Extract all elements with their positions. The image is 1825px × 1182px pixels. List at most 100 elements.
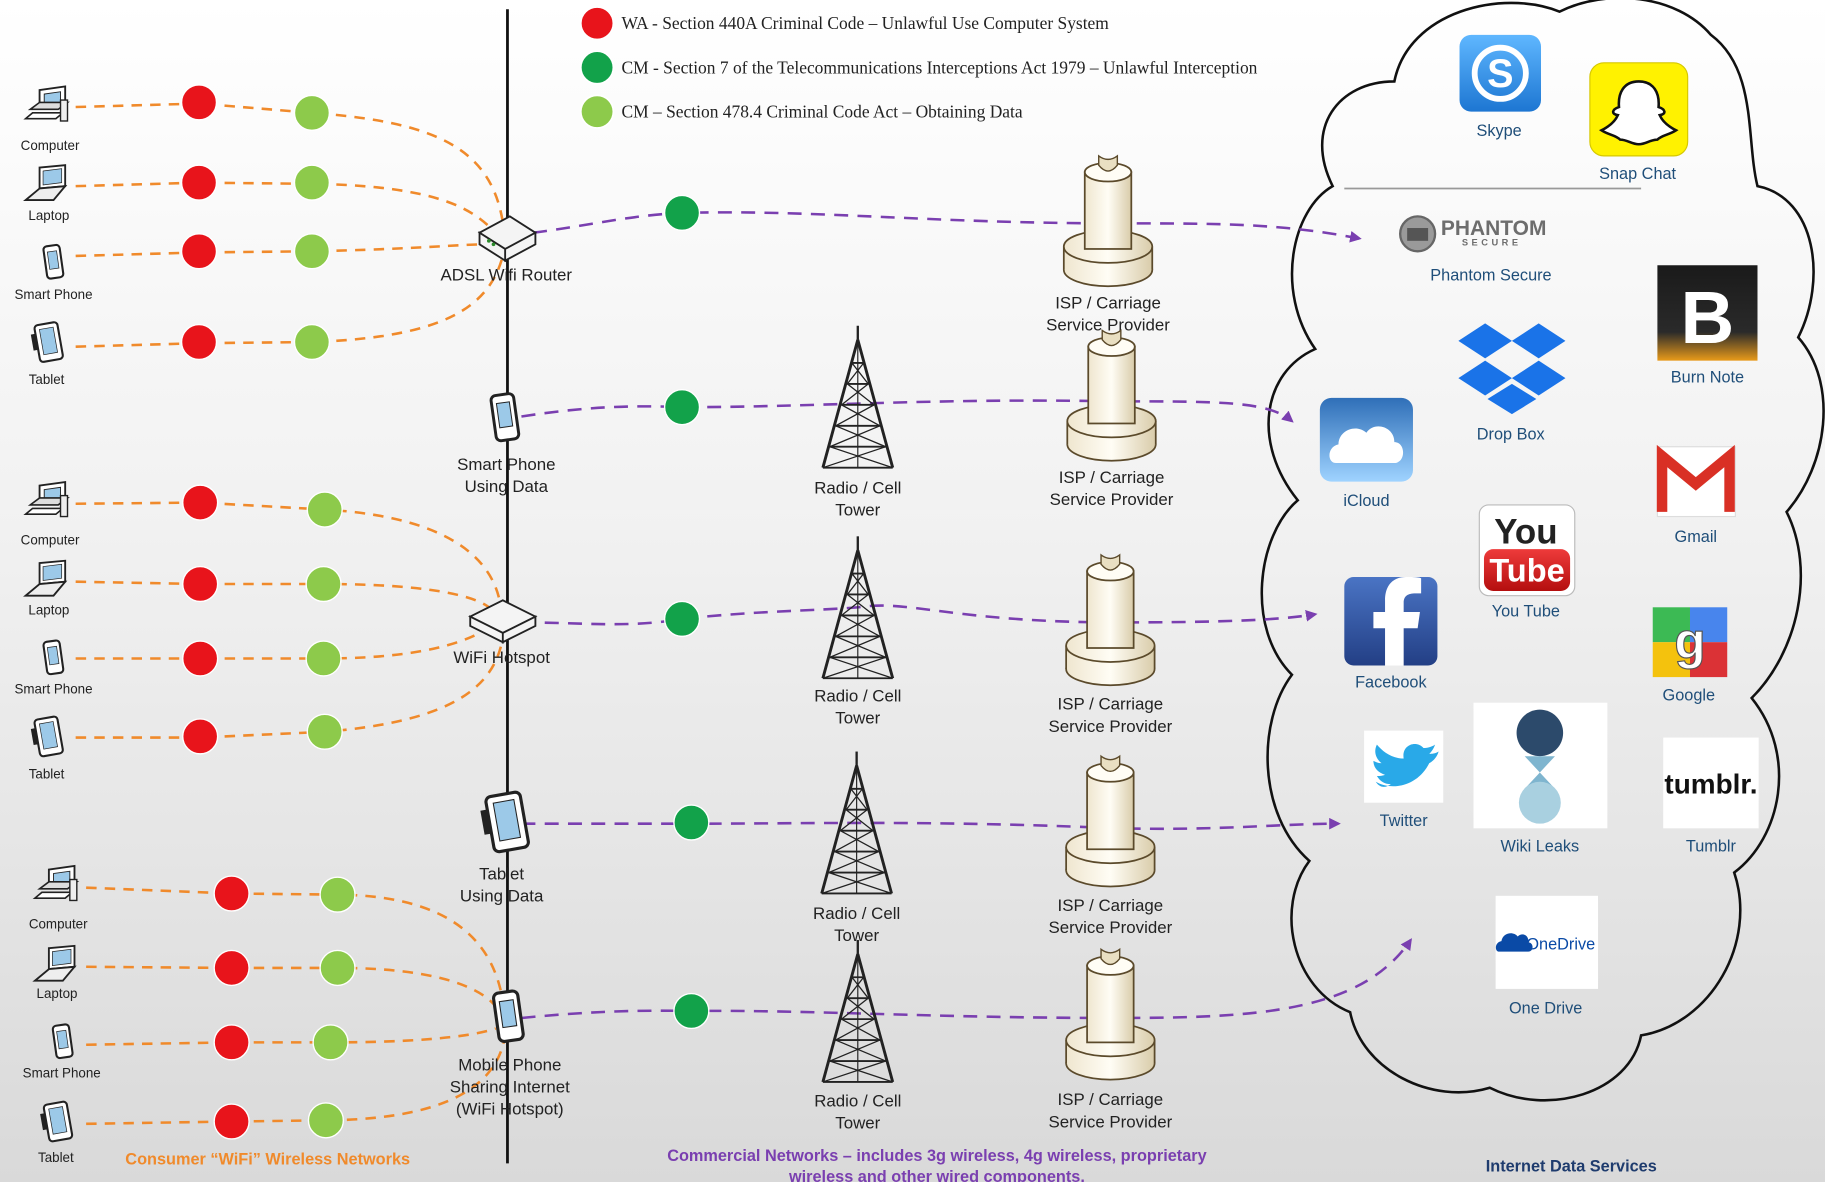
commercial-links — [521, 211, 1412, 1020]
tablet-using-data: Tablet Using Data — [460, 789, 544, 906]
red-marker — [180, 233, 218, 270]
red-marker — [182, 718, 219, 755]
red-marker — [182, 484, 219, 521]
hub-label-router: ADSL Wifi Router — [441, 265, 573, 284]
red-marker — [213, 875, 250, 912]
service-label-google: Google — [1663, 686, 1716, 704]
hub-label-hotspot: WiFi Hotspot — [453, 648, 550, 667]
router-icon — [477, 215, 538, 263]
device-group-mobile-sharing: Computer Laptop Smart Phone Tablet — [23, 864, 101, 1165]
isp-provider: ISP / Carriage Service Provider — [1050, 329, 1174, 509]
device-label-laptop: Laptop — [28, 602, 69, 617]
tablet-icon — [29, 715, 65, 758]
light-green-marker — [307, 1102, 345, 1139]
smartphone-using-data: Smart Phone Using Data — [457, 391, 556, 496]
commercial-markers — [663, 194, 710, 1030]
red-marker — [182, 565, 219, 603]
device-label-smartphone: Smart Phone — [14, 681, 92, 696]
service-label-gmail: Gmail — [1675, 528, 1718, 546]
device-label-computer: Computer — [21, 532, 80, 547]
consumer-links — [75, 102, 506, 1126]
service-label-youtube: You Tube — [1492, 603, 1560, 621]
tower-label-2: Tower — [835, 1113, 880, 1132]
tower-label-1: Radio / Cell — [814, 478, 901, 497]
light-green-marker — [293, 233, 331, 270]
legend-wa-section-440a: WA - Section 440A Criminal Code – Unlawf… — [622, 13, 1110, 33]
isp-server-icon — [1065, 755, 1156, 888]
service-label-skype: Skype — [1476, 122, 1521, 140]
isp-server-icon — [1065, 948, 1156, 1081]
service-twitter: Twitter — [1364, 730, 1444, 830]
legend-cm-section-478: CM – Section 478.4 Criminal Code Act – O… — [622, 102, 1023, 122]
light-green-marker — [306, 713, 343, 750]
hub-label-mobile-3: (WiFi Hotspot) — [456, 1100, 564, 1119]
red-marker — [182, 640, 219, 677]
tower-icon — [821, 534, 895, 680]
service-dropbox: Drop Box — [1458, 323, 1566, 444]
legend-light-green-marker — [579, 94, 615, 129]
onedrive-logo-text: OneDrive — [1526, 935, 1595, 953]
service-onedrive: OneDrive One Drive — [1495, 895, 1599, 1017]
device-label-laptop: Laptop — [28, 208, 69, 223]
adsl-router: ADSL Wifi Router — [441, 215, 573, 284]
service-phantom-secure: PHANTOM SECURE Phantom Secure — [1399, 215, 1552, 284]
service-icloud: iCloud — [1319, 397, 1413, 510]
cell-tower: Radio / Cell Tower — [814, 324, 901, 519]
device-label-smartphone: Smart Phone — [14, 287, 92, 302]
laptop-icon — [24, 164, 67, 202]
service-label-onedrive: One Drive — [1509, 999, 1582, 1017]
light-green-marker — [305, 565, 342, 603]
device-group-router: Computer Laptop Smart Phone Tablet — [14, 85, 93, 387]
legend-green-marker — [579, 50, 615, 85]
red-marker — [213, 1024, 250, 1061]
isp-server-icon — [1066, 329, 1157, 462]
smartphone-icon — [51, 1022, 75, 1060]
service-label-snapchat: Snap Chat — [1599, 165, 1676, 183]
tablet-icon — [478, 789, 531, 855]
dropbox-icon — [1458, 323, 1566, 415]
green-marker — [663, 194, 701, 232]
isp-label-2: Service Provider — [1049, 717, 1173, 736]
green-marker — [663, 389, 701, 426]
device-label-laptop: Laptop — [37, 986, 78, 1001]
red-marker — [180, 323, 218, 361]
commercial-networks-caption-2: wireless and other wired components. — [788, 1168, 1085, 1182]
green-marker — [663, 600, 701, 638]
red-marker — [213, 1103, 250, 1140]
legend-cm-section-7: CM - Section 7 of the Telecommunications… — [622, 57, 1258, 77]
hotspot-icon — [468, 599, 538, 644]
tower-label-1: Radio / Cell — [814, 1091, 901, 1110]
isp-label-1: ISP / Carriage — [1058, 695, 1164, 714]
red-marker — [180, 84, 218, 121]
service-label-phantom: Phantom Secure — [1430, 266, 1551, 284]
phantom-logo-text: PHANTOM — [1441, 217, 1546, 240]
service-label-dropbox: Drop Box — [1477, 426, 1545, 444]
tower-icon — [821, 938, 895, 1084]
light-green-marker — [319, 949, 356, 987]
service-label-wikileaks: Wiki Leaks — [1500, 838, 1579, 856]
hub-label-tablet-2: Using Data — [460, 887, 544, 906]
wifi-hotspot: WiFi Hotspot — [453, 599, 550, 667]
tower-label-2: Tower — [835, 709, 880, 728]
device-label-tablet: Tablet — [29, 372, 65, 387]
light-green-marker — [312, 1024, 349, 1061]
tower-label-1: Radio / Cell — [814, 687, 901, 706]
isp-provider: ISP / Carriage Service Provider — [1049, 948, 1173, 1131]
youtube-logo-you: You — [1494, 512, 1557, 551]
isp-label-2: Service Provider — [1049, 918, 1173, 937]
isp-label-1: ISP / Carriage — [1058, 896, 1164, 915]
cell-tower: Radio / Cell Tower — [813, 750, 900, 945]
service-gmail: Gmail — [1656, 444, 1736, 546]
google-icon: g — [1652, 607, 1728, 678]
computer-icon — [24, 481, 69, 518]
tablet-icon — [39, 1100, 74, 1143]
device-label-tablet: Tablet — [29, 766, 65, 781]
tower-icon — [821, 324, 895, 470]
service-tumblr: tumblr. Tumblr — [1663, 737, 1759, 856]
commercial-networks-caption-1: Commercial Networks – includes 3g wirele… — [667, 1147, 1206, 1165]
youtube-logo-tube: Tube — [1489, 553, 1564, 589]
red-marker — [213, 949, 250, 987]
burn-note-icon — [1657, 265, 1758, 361]
mobile-phone-icon — [491, 988, 526, 1044]
